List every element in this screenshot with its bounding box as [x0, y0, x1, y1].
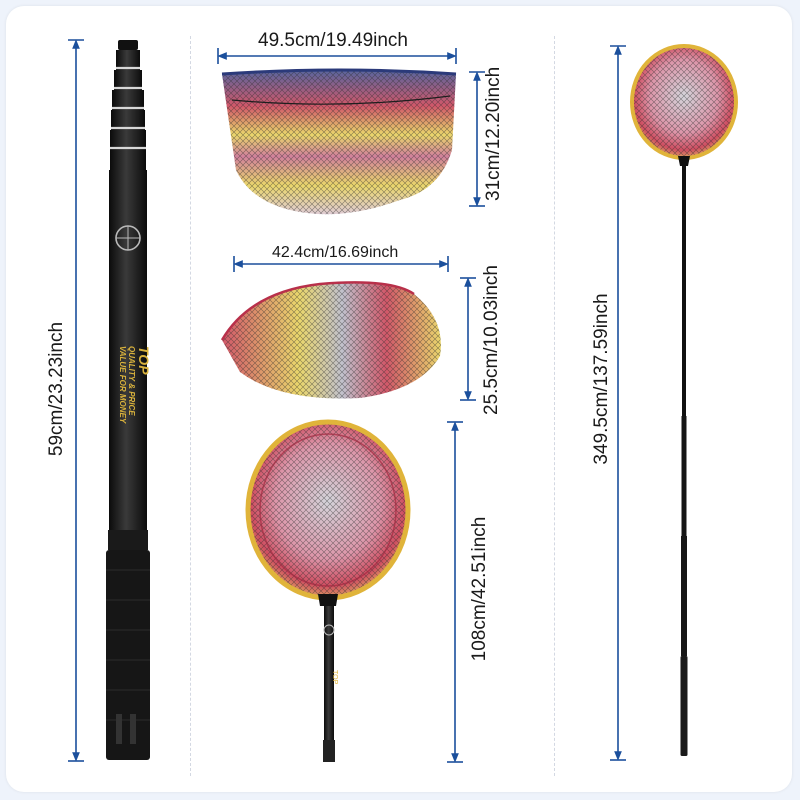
product-illustration: TOP	[68, 39, 738, 763]
pole-brand-line2: VALUE FOR MONEY	[118, 346, 127, 424]
net-bag-small	[220, 281, 441, 399]
measure-arrow-net1-width	[217, 48, 457, 64]
extended-length-label: 349.5cm/137.59inch	[591, 293, 612, 465]
net2-height-label: 25.5cm/10.03inch	[481, 265, 502, 415]
pole-brand-line1: QUALITY & PRICE	[127, 346, 136, 416]
measure-arrow-collapsed	[447, 421, 463, 763]
pole-brand-text: TOP	[136, 346, 152, 375]
svg-text:TOP: TOP	[331, 670, 338, 685]
measure-arrow-extended	[610, 45, 626, 761]
pole-branding: TOP QUALITY & PRICE VALUE FOR MONEY	[118, 346, 152, 456]
landing-net-extended	[630, 44, 738, 756]
net1-height-label: 31cm/12.20inch	[483, 66, 504, 201]
landing-net-collapsed: TOP	[245, 419, 411, 762]
net-bag-large	[221, 68, 457, 215]
measure-arrow-net2-width	[233, 256, 449, 272]
net1-width-label: 49.5cm/19.49inch	[258, 30, 408, 51]
measure-arrow-net1-height	[469, 71, 485, 207]
panel-divider-left	[190, 36, 191, 776]
product-image-card: TOP 49.5cm/19.49inch 42.4cm/16.69inch 31	[6, 6, 792, 792]
net2-width-label: 42.4cm/16.69inch	[272, 244, 399, 261]
panel-divider-right	[554, 36, 555, 776]
pole-length-label: 59cm/23.23inch	[46, 321, 67, 457]
measure-arrow-net2-height	[460, 277, 476, 401]
collapsed-length-label: 108cm/42.51inch	[469, 516, 490, 662]
telescopic-pole	[106, 40, 150, 760]
measure-arrow-pole	[68, 39, 84, 762]
